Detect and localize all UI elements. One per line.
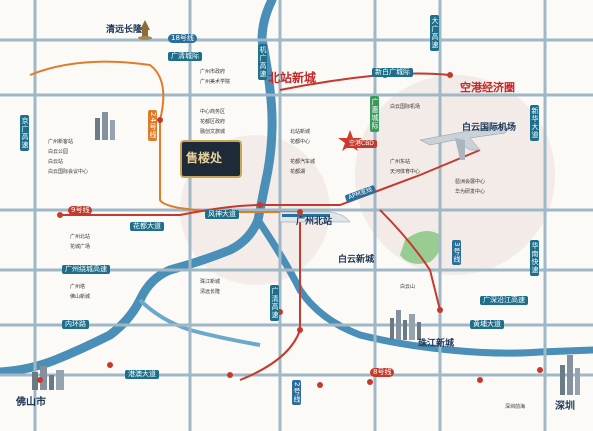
metro-red [60,149,481,216]
road-label-huanan: 华南快速 [530,240,539,276]
poi-label: 花都中心 [290,139,311,145]
badge-airport-cbd: 空港CBD [346,140,377,148]
poi-label: 清远长隆 [200,289,221,295]
road-label-huaxiang: 新华大道 [530,105,539,141]
poi-label: 佛山新城 [70,294,91,300]
metro-orange [29,60,300,213]
poi-label: 花都汽车城 [290,159,316,165]
area-foshan: 佛山市 [16,397,46,408]
poi-label: 融创文旅城 [200,129,226,135]
landmark-qingyuan [138,20,152,40]
road-label-gangao: 港澳大道 [125,370,159,379]
road-label-fengshen: 风神大道 [205,210,239,219]
road-label-ring: 广州绕城高速 [62,265,110,274]
road-label-chuanqu: 广惠城际 [370,96,379,132]
metro-label-24: 24号线 [148,110,157,141]
poi-label: 广州新客站 [48,139,74,145]
skyline-zhujiang [390,310,421,340]
poi-label: 琶洲会展中心 [455,179,486,185]
road-label-daguang: 大广高速 [430,15,439,51]
poi-label: 中心商务区 [200,109,226,115]
skyline-baiyun [95,112,115,140]
area-airport: 白云国际机场 [462,123,517,133]
road-label-huadu: 花都大道 [130,222,164,231]
poi-label: 广州北站 [70,234,91,240]
road-label-jiguang: 机广高速 [258,44,267,80]
project-card-label: 售楼处 [186,151,223,165]
poi-label: 广州东站 [390,159,411,165]
road-label-jingguang: 京广高速 [20,115,29,151]
area-beizhan: 北站新城 [268,71,317,85]
road-label-inner-ring: 内环路 [62,320,89,329]
area-gz-north: 广州北站 [296,217,333,227]
poi-label: 广州市政府 [200,69,226,75]
area-baiyun-new: 白云新城 [338,255,375,265]
area-konggang: 空港经济圈 [460,81,515,94]
poi-label: 广州美术学院 [200,79,231,85]
poi-label: 天河体育中心 [390,169,421,175]
project-card[interactable]: 售楼处 [180,140,242,178]
poi-label: 北站新城 [290,129,311,135]
river-branch [138,298,261,347]
poi-label: 白云国际机场 [390,104,421,110]
road-label-guangshen: 广深沿江高速 [480,296,528,305]
airplane-icon [419,124,511,160]
park-baiyun [400,231,442,264]
poi-label: 花都区政府 [200,119,226,125]
zone-konggang [355,75,555,275]
metro-red-4 [379,209,441,311]
poi-label: 白云山 [400,284,416,290]
poi-label: 白云国际会议中心 [48,169,89,175]
poi-label: 华为研发中心 [455,189,486,195]
metro-label-3: 3号线 [452,240,461,266]
road-label-guangqing-hw: 广清高速 [270,285,279,321]
area-zhujiang-new: 珠江新城 [418,339,455,349]
poi-label: 花都湖 [290,169,306,175]
river-main [0,0,277,377]
skyline-foshan [32,366,64,390]
metro-label-2: 2号线 [292,380,301,406]
road-label-huangpu: 黄埔大道 [470,320,504,329]
road-label-xinbaiguang: 新白广城际 [372,68,413,77]
poi-label: 花城广场 [70,244,91,250]
metro-label-8: 8号线 [370,368,395,377]
poi-label: 深圳前海 [505,404,526,410]
train-icon [279,211,351,223]
area-qingyuan: 清远长隆 [106,25,143,35]
area-shenzhen: 深圳 [555,401,575,412]
metro-label-9: 9号线 [68,206,93,215]
poi-label: 白云站 [48,159,64,165]
road-label-18: 18号线 [168,34,197,43]
skyline-shenzhen [560,355,580,395]
road-label-guangqing: 广清城际 [168,52,202,61]
poi-label: 珠江新城 [200,279,221,285]
poi-label: 广州塔 [70,284,86,290]
poi-label: 白云公园 [48,149,69,155]
